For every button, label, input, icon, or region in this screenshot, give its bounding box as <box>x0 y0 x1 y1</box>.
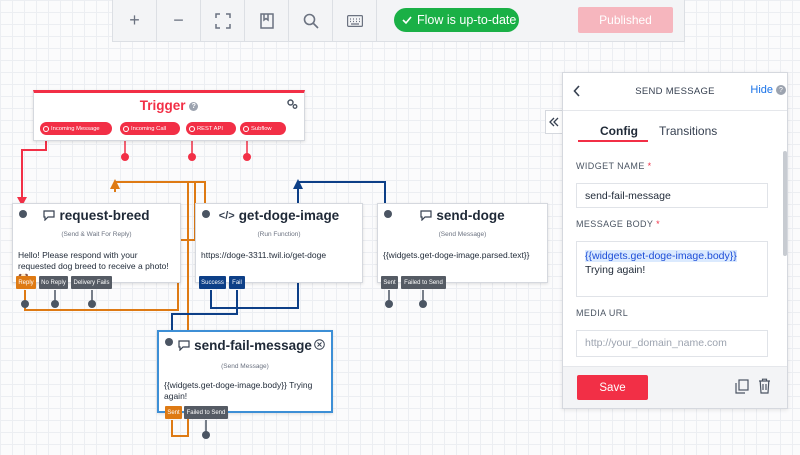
widget-subtitle: (Send & Wait For Reply) <box>61 231 132 238</box>
flow-status-text: Flow is up-to-date <box>417 13 517 27</box>
widget-request-breed[interactable]: request-breed (Send & Wait For Reply) He… <box>12 203 181 283</box>
input-dot <box>19 210 27 218</box>
widget-title: send-doge <box>378 208 547 223</box>
widget-body: {{widgets.get-doge-image.body}} Trying a… <box>164 380 313 401</box>
tab-config[interactable]: Config <box>600 124 638 138</box>
trigger-api-dot[interactable] <box>188 153 196 161</box>
close-circle-icon[interactable] <box>314 339 325 350</box>
output-dot[interactable] <box>419 300 427 308</box>
connector-fail <box>171 290 238 330</box>
widget-get-doge-image[interactable]: </> get-doge-image (Run Function) https:… <box>195 203 363 283</box>
panel-title: SEND MESSAGE <box>635 86 715 97</box>
input-dot <box>384 210 392 218</box>
input-dot <box>202 210 210 218</box>
book-icon <box>259 12 274 29</box>
panel-header: SEND MESSAGE Hide ? <box>563 73 787 111</box>
widget-body: https://doge-3311.twil.io/get-doge <box>201 250 327 260</box>
message-icon <box>178 340 190 351</box>
circle-icon <box>243 125 249 132</box>
trigger-widget[interactable]: Trigger ? Incoming Message Incoming Call… <box>33 90 305 141</box>
library-button[interactable] <box>245 0 289 42</box>
widget-subtitle: (Send Message) <box>221 363 269 370</box>
tag-sent[interactable]: Sent <box>165 406 182 419</box>
minus-icon: − <box>173 10 184 30</box>
info-icon: ? <box>189 101 199 111</box>
search-button[interactable] <box>289 0 333 42</box>
keyboard-icon <box>346 14 363 27</box>
search-icon <box>303 13 319 29</box>
widget-send-doge[interactable]: send-doge (Send Message) {{widgets.get-d… <box>377 203 548 283</box>
panel-footer: Save <box>563 366 787 408</box>
arrow-head <box>110 179 120 189</box>
arrow-head <box>17 197 27 206</box>
widget-title: send-fail-message <box>159 338 331 353</box>
published-button[interactable]: Published <box>578 7 673 33</box>
tab-transitions[interactable]: Transitions <box>659 124 718 138</box>
panel-scrollbar[interactable] <box>783 151 787 256</box>
zoom-out-button[interactable]: − <box>157 0 201 42</box>
widget-name-input[interactable]: send-fail-message <box>576 183 768 208</box>
plus-icon: + <box>129 10 140 30</box>
tag-failed-to-send[interactable]: Failed to Send <box>184 406 228 419</box>
trigger-call-dot[interactable] <box>121 153 129 161</box>
input-dot <box>165 338 173 346</box>
check-icon <box>402 16 412 25</box>
widget-title: </> get-doge-image <box>218 208 340 223</box>
tag-success[interactable]: Success <box>199 276 226 289</box>
trigger-incoming-call[interactable]: Incoming Call <box>120 122 180 135</box>
tag-failed-to-send[interactable]: Failed to Send <box>401 276 446 289</box>
help-icon[interactable]: ? <box>776 85 786 95</box>
circle-icon <box>43 125 49 132</box>
output-dot[interactable] <box>202 431 210 439</box>
message-body-textarea[interactable]: {{widgets.get-doge-image.body}} Trying a… <box>576 241 768 297</box>
message-body-label: MESSAGE BODY * <box>576 219 660 229</box>
tag-no-reply[interactable]: No Reply <box>39 276 68 289</box>
widget-title: request-breed <box>13 208 180 223</box>
zoom-in-button[interactable]: + <box>113 0 157 42</box>
output-dot[interactable] <box>385 300 393 308</box>
media-url-input[interactable]: http://your_domain_name.com <box>576 330 768 357</box>
tag-delivery-fails[interactable]: Delivery Fails <box>71 276 112 289</box>
trigger-title: Trigger ? <box>34 98 304 113</box>
circle-icon <box>123 125 129 132</box>
gear-icon[interactable] <box>286 98 298 110</box>
tag-sent[interactable]: Sent <box>381 276 398 289</box>
fullscreen-icon <box>214 12 231 29</box>
widget-body: {{widgets.get-doge-image.parsed.text}} <box>383 250 530 260</box>
widget-send-fail-message[interactable]: send-fail-message (Send Message) {{widge… <box>157 330 333 413</box>
config-panel: SEND MESSAGE Hide ? Config Transitions W… <box>562 72 788 409</box>
output-dot[interactable] <box>51 300 59 308</box>
widget-subtitle: (Run Function) <box>257 231 301 238</box>
tag-fail[interactable]: Fail <box>229 276 245 289</box>
trigger-subflow[interactable]: Subflow <box>240 122 286 135</box>
output-dot[interactable] <box>21 300 29 308</box>
save-button[interactable]: Save <box>577 375 648 400</box>
double-chevron-left-icon <box>549 117 559 127</box>
circle-icon <box>189 125 195 132</box>
flow-status-badge: Flow is up-to-date <box>394 8 519 32</box>
keyboard-button[interactable] <box>333 0 377 42</box>
arrow-head <box>293 179 303 189</box>
duplicate-icon[interactable] <box>735 379 749 394</box>
connector-reply <box>24 181 196 311</box>
collapse-panel-button[interactable] <box>545 110 562 134</box>
tag-reply[interactable]: Reply <box>16 276 36 289</box>
trash-icon[interactable] <box>758 378 771 394</box>
trigger-subflow-dot[interactable] <box>243 153 251 161</box>
message-icon <box>420 210 432 221</box>
toolbar: + − Flow is up-to-date Published <box>112 0 685 42</box>
trigger-incoming-message[interactable]: Incoming Message <box>40 122 112 135</box>
message-icon <box>43 210 56 221</box>
code-icon: </> <box>218 209 235 222</box>
chevron-left-icon[interactable] <box>573 85 581 97</box>
widget-subtitle: (Send Message) <box>438 231 487 238</box>
widget-name-label: WIDGET NAME * <box>576 161 652 171</box>
connector-fail-sent <box>171 181 206 437</box>
media-url-label: MEDIA URL <box>576 308 629 318</box>
output-dot[interactable] <box>88 300 96 308</box>
fit-screen-button[interactable] <box>201 0 245 42</box>
trigger-rest-api[interactable]: REST API <box>186 122 236 135</box>
hide-link[interactable]: Hide <box>750 84 773 96</box>
active-tab-indicator <box>578 140 648 142</box>
